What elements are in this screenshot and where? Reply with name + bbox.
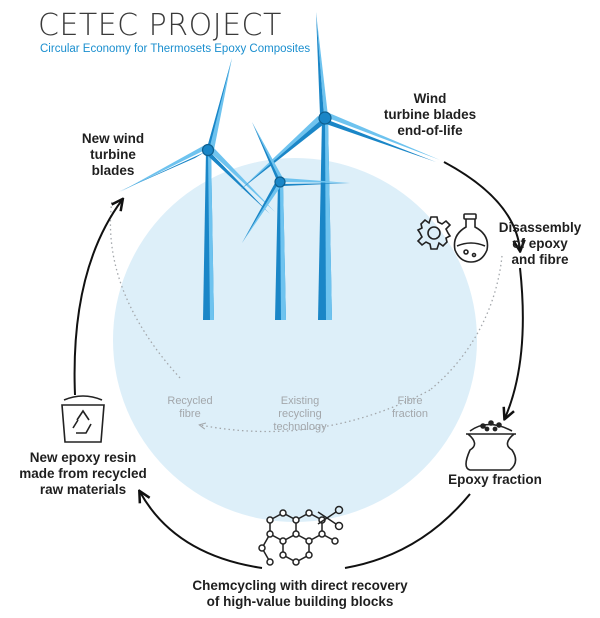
existing-path-left [109,199,181,379]
sack-icon [465,420,517,471]
gear-icon [416,216,452,250]
label-recycled-fibre: Recycled fibre [167,395,213,420]
label-new-resin: New epoxy resin made from recycled raw m… [19,450,147,497]
molecule-icon [258,509,339,566]
page-title: CETEC PROJECT [38,8,282,43]
arrow-epoxy-to-chemcycling [344,493,471,569]
label-new-blades: New wind turbine blades [81,131,145,178]
label-epoxy-fraction: Epoxy fraction [448,472,542,487]
flask-icon [453,213,489,263]
existing-path-bottom [200,389,431,433]
arrow-chemcycling-to-resin [140,492,263,569]
scissors-icon [317,505,344,531]
arrow-resin-to-new-blades [73,200,122,396]
label-existing-technology: Existing recycling technology [273,395,327,433]
label-disassembly: Disassembly of epoxy and fibre [498,220,582,267]
label-chemcycling: Chemcycling with direct recovery of high… [192,578,408,609]
label-end-of-life: Wind turbine blades end-of-life [383,91,477,138]
wind-turbine-icon [118,12,440,320]
arrow-disassembly-to-epoxy [505,267,524,418]
arrow-end-of-life-to-disassembly [443,161,520,250]
existing-path-right [429,255,503,391]
recycle-bucket-icon [61,395,105,443]
page-subtitle: Circular Economy for Thermosets Epoxy Co… [40,43,311,55]
label-fibre-fraction: Fibre fraction [391,395,429,420]
background-circle [113,158,477,522]
